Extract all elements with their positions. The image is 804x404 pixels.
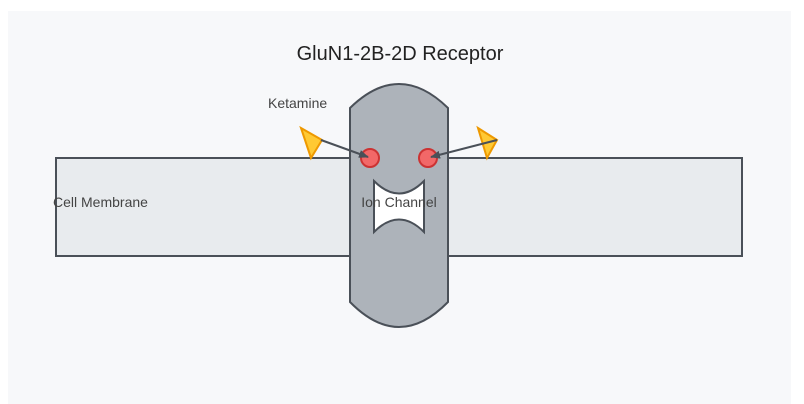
ketamine-molecule-left — [299, 125, 324, 161]
binding-site-right — [418, 148, 438, 168]
ion-channel-pore — [373, 178, 425, 235]
binding-arrow-left — [320, 139, 369, 158]
ion-channel-label: Ion Channel — [361, 194, 437, 210]
cell-membrane-label: Cell Membrane — [53, 194, 148, 210]
diagram-title: GluN1-2B-2D Receptor — [297, 43, 504, 65]
binding-arrow-right — [430, 139, 498, 159]
ketamine-label: Ketamine — [268, 95, 327, 111]
binding-site-left — [360, 148, 380, 168]
